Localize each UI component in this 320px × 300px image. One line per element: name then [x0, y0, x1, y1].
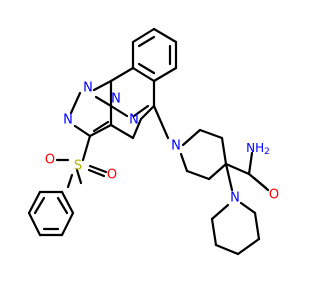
piperidine-n-label: N [171, 139, 181, 154]
amide-o-label: O [269, 188, 279, 203]
triazole-ring [69, 79, 113, 138]
pyrimidine-n1-label: N [129, 113, 139, 128]
oxygen-top-label: O [45, 153, 55, 168]
benzo-ring [131, 27, 178, 83]
sulfonyl-group [55, 134, 108, 189]
molecule-diagram: N N N N N N S O O O NH2 [27, 27, 279, 256]
molecule-svg: N N N N N N S O O O NH2 [27, 27, 279, 256]
sulfur-label: S [74, 159, 82, 174]
triazole-n3-label: N [111, 92, 121, 107]
piperidine2-ring [210, 162, 261, 256]
amide-nh2-label: NH2 [246, 141, 270, 157]
carboxamide-group [224, 151, 270, 192]
phenyl-ring [27, 190, 75, 237]
piperidine-ring [152, 104, 228, 181]
oxygen-right-label: O [107, 168, 117, 183]
triazole-n2-label: N [63, 113, 73, 128]
piperidine2-n-label: N [230, 191, 240, 206]
triazole-n1-label: N [83, 81, 93, 96]
pyrimidine-ring [109, 66, 156, 140]
